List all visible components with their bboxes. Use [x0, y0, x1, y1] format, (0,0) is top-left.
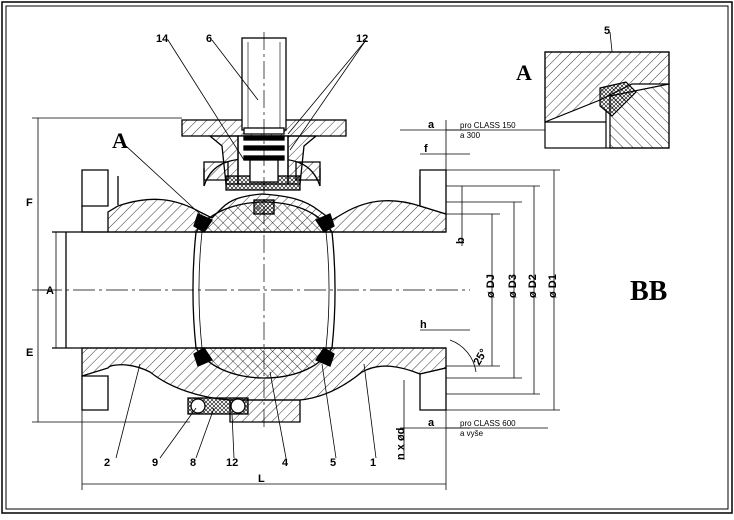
detail-view-a [544, 51, 670, 149]
section-title: BB [630, 276, 667, 307]
dim-label-h: h [420, 319, 427, 331]
part-number-6: 6 [206, 33, 212, 45]
dim-label-d3: ø D3 [507, 274, 519, 298]
dim-label-a: A [46, 285, 54, 297]
part-number-12-top: 12 [356, 33, 368, 45]
note-class150-line1: pro CLASS 150 [460, 121, 516, 130]
part-number-4: 4 [282, 457, 289, 469]
inner-frame [5, 5, 729, 510]
leader-lines [115, 31, 617, 459]
bore-lines [40, 231, 470, 349]
part-number-12-bottom: 12 [226, 457, 238, 469]
part-number-2: 2 [104, 457, 110, 469]
dim-label-d2: ø D2 [527, 274, 539, 298]
note-class150-line2: a 300 [460, 131, 481, 140]
dimension-lines [32, 117, 560, 490]
dim-label-holes: n x ød [395, 428, 407, 460]
dim-label-d1: ø D1 [547, 274, 559, 298]
part-number-1: 1 [370, 457, 376, 469]
part-number-5-detail: 5 [604, 25, 610, 37]
part-number-9: 9 [152, 457, 158, 469]
note-class600-line1: pro CLASS 600 [460, 419, 516, 428]
dim-label-dj: ø DJ [485, 274, 497, 298]
dim-label-a-bottom: a [428, 417, 435, 429]
part-number-5: 5 [330, 457, 336, 469]
valve-body-upper [81, 157, 447, 233]
dim-label-f-face: f [424, 143, 428, 155]
part-number-8: 8 [190, 457, 196, 469]
detail-view-title: A [516, 60, 532, 85]
dim-label-f: F [26, 197, 33, 209]
valve-body-lower [81, 347, 447, 423]
dim-label-a-top: a [428, 119, 435, 131]
detail-marker-label: A [112, 128, 128, 153]
dim-label-l: L [258, 473, 265, 485]
dim-label-e: E [26, 347, 33, 359]
note-class600-line2: a vyše [460, 429, 484, 438]
dim-label-b: b [455, 237, 467, 244]
part-number-14: 14 [156, 33, 169, 45]
